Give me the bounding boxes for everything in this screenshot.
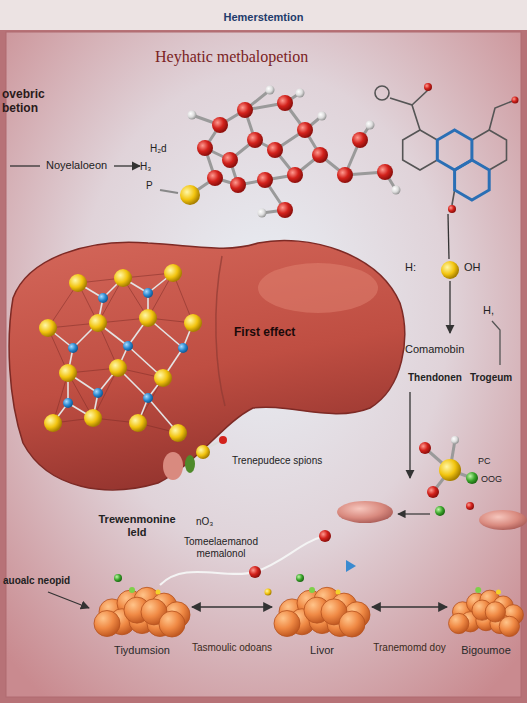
label-text: auoalc neopid xyxy=(3,575,70,587)
label-slot: nO₃ xyxy=(196,516,213,528)
label-slot: OH xyxy=(464,261,481,274)
label-text: H₃ xyxy=(140,161,151,173)
label-slot: ovebric betion xyxy=(2,88,52,116)
liver-outline xyxy=(8,228,408,500)
label-text: Trogeum xyxy=(470,372,512,384)
cell-cluster: Bigoumoe xyxy=(447,580,525,658)
edge-label-slot: Tranemomd doy xyxy=(373,642,445,654)
label-slot: Comamobin xyxy=(405,343,464,356)
label-text: Thendonen xyxy=(408,372,462,384)
label-text: Comamobin xyxy=(405,343,464,356)
label-text: nO₃ xyxy=(196,516,213,528)
node-text: Tiydumsion xyxy=(114,644,170,657)
title-slot: Hemerstemtion xyxy=(0,7,527,25)
node-text: Livor xyxy=(310,644,334,657)
label-text: OOG xyxy=(481,474,502,484)
label-text: P xyxy=(146,180,153,192)
double-arrow xyxy=(372,606,447,607)
label-text: Trewenmonine leld xyxy=(90,513,184,538)
liver-organ: First effect xyxy=(8,228,408,500)
edge-label: Tasmoulic odoans xyxy=(192,642,272,654)
label-slot: OOG xyxy=(481,474,502,484)
label-text: Tomeelaemanod memalonol xyxy=(175,536,267,559)
edge-label-slot: Tasmoulic odoans xyxy=(192,642,272,654)
double-arrow xyxy=(192,606,272,607)
label-text: OH xyxy=(464,261,481,274)
label-slot: H: xyxy=(405,261,416,274)
label-text: PC xyxy=(478,456,491,466)
label-slot: Trewenmonine leld xyxy=(90,513,184,538)
label-slot: Trogeum xyxy=(470,372,512,384)
label-slot: P xyxy=(146,180,153,192)
label-text: H, xyxy=(483,304,494,317)
label-slot: H₂d xyxy=(150,143,167,155)
node-text: First effect xyxy=(234,326,300,340)
cell-cluster-shape xyxy=(272,580,372,638)
label-slot: Heyhatic metbalopetion xyxy=(155,48,308,66)
label-slot: H, xyxy=(483,304,494,317)
label-text: ovebric betion xyxy=(2,88,52,116)
label-slot: Trenepudece spions xyxy=(232,455,322,467)
label-text: Heyhatic metbalopetion xyxy=(155,48,308,66)
cell-cluster-shape xyxy=(92,580,192,638)
label-slot: Tomeelaemanod memalonol xyxy=(175,536,267,559)
label-slot: Thendonen xyxy=(408,372,462,384)
page-title: Hemerstemtion xyxy=(223,11,303,24)
label-text: Noyelaloeon xyxy=(46,159,107,172)
label-slot: auoalc neopid xyxy=(3,575,70,587)
label-text: H: xyxy=(405,261,416,274)
label-slot: PC xyxy=(478,456,491,466)
node-text: Bigoumoe xyxy=(461,644,511,657)
cell-cluster-shape xyxy=(447,580,525,638)
cell-cluster: Tiydumsion xyxy=(92,580,192,658)
label-text: H₂d xyxy=(150,143,167,155)
cell-cluster: Livor xyxy=(272,580,372,658)
label-text: Trenepudece spions xyxy=(232,455,322,467)
label-slot: Noyelaloeon xyxy=(46,159,107,172)
label-slot: H₃ xyxy=(140,161,151,173)
edge-label: Tranemomd doy xyxy=(373,642,445,654)
